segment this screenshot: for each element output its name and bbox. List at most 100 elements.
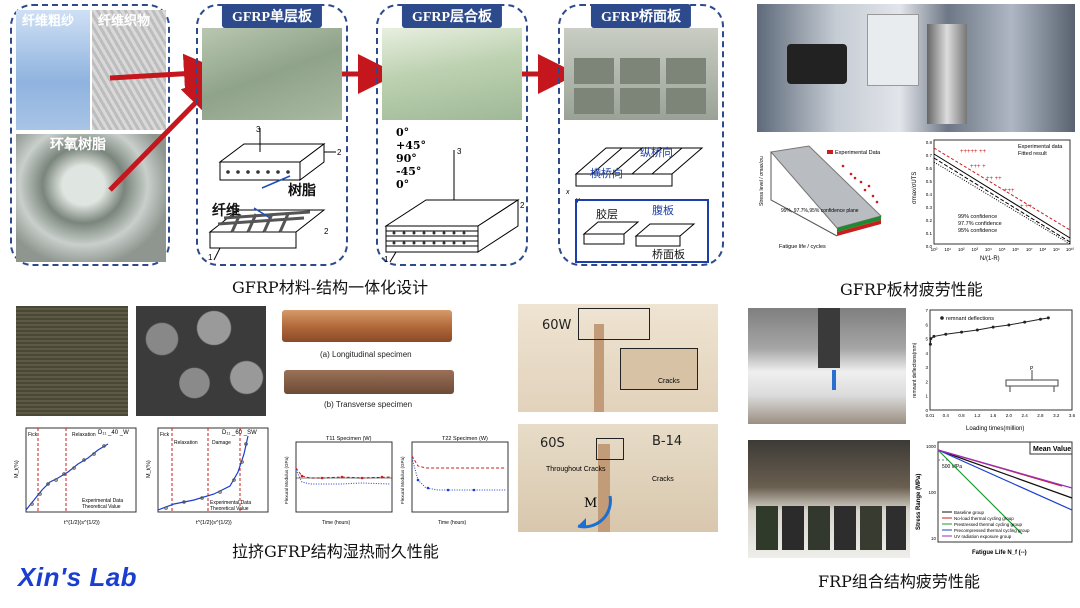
longitudinal-specimen-label: (a) Longitudinal specimen: [320, 350, 412, 359]
bridge-deck-photo: [564, 28, 718, 120]
tag-b14: B-14: [652, 434, 683, 449]
sn-annot: 500 MPa: [942, 464, 962, 470]
longitudinal-label: 纵桥向: [640, 146, 673, 159]
svg-text:Relaxation: Relaxation: [72, 432, 96, 438]
panel-single-layer: GFRP单层板: [196, 4, 348, 266]
transverse-label: 横桥向: [590, 167, 623, 180]
x-tick: 2.8: [1037, 413, 1044, 418]
deck-label: 桥面板: [652, 248, 685, 261]
y-tick: 1: [925, 394, 928, 399]
crack-photo-top: 60W Cracks: [518, 304, 718, 412]
x-tick: 10¹⁰: [1066, 247, 1075, 252]
axis-3: 3: [256, 125, 261, 134]
chart-b-ylabel: M_t(%): [146, 460, 152, 478]
deck-test-photo: [748, 308, 906, 424]
chart-2d-conf-2: 95% confidence: [958, 228, 997, 234]
laminate-diagram: 3 1 2: [384, 147, 525, 264]
moisture-chart-b: Fick Relaxation Damage D₁₁ _60 _SW Exper…: [144, 424, 272, 528]
single-layer-diagram: 3 2 1 2: [208, 125, 342, 262]
y-tick: 0.5: [926, 179, 933, 184]
y-tick: 10: [931, 536, 937, 541]
web-label: 腹板: [652, 204, 674, 217]
fiber-fabric-label: 纤维织物: [98, 14, 151, 29]
deflection-point: [932, 334, 936, 338]
svg-text:+++++ ++: +++++ ++: [960, 149, 987, 155]
x-tick: 10⁶: [1012, 247, 1019, 252]
specimens-photo: [748, 440, 910, 558]
epoxy-resin-label: 环氧树脂: [50, 137, 106, 153]
svg-text:No-load thermal cycling group: No-load thermal cycling group: [954, 516, 1014, 521]
svg-text:2: 2: [324, 227, 329, 236]
y-tick: 0.1: [926, 231, 933, 236]
crack-photo-bottom: 60S B-14 Throughout Cracks Cracks M: [518, 424, 718, 532]
panel-title: GFRP单层板: [221, 4, 323, 28]
cracks-label-top: Cracks: [658, 378, 680, 385]
deflection-legend: remnant deflections: [946, 316, 994, 322]
x-tick: 10⁹: [1053, 247, 1060, 252]
x-tick: 0.01: [926, 413, 935, 418]
y-tick: 5: [925, 337, 928, 342]
fatigue-plates-caption: GFRP板材疲劳性能: [840, 280, 983, 299]
x-tick: 2.0: [1006, 413, 1013, 418]
x-tick: 1.2: [974, 413, 981, 418]
deflection-point: [960, 330, 964, 334]
chart-2d-conf-1: 97.7% confidence: [958, 221, 1002, 227]
sn-title: Mean Value: [1033, 446, 1071, 453]
chart-2d-conf-0: 99% confidence: [958, 214, 997, 220]
svg-text:1: 1: [384, 255, 389, 264]
panel-raw-materials: [10, 4, 170, 266]
x-tick: 10¹: [944, 247, 951, 252]
deflection-ylabel: remnant deflections(mm): [912, 342, 918, 398]
y-tick: 0.4: [926, 192, 933, 197]
y-tick: 6: [925, 322, 928, 327]
deflection-xlabel: Loading times(million): [966, 426, 1024, 432]
x-tick: 10²: [958, 247, 965, 252]
x-tick: 10⁴: [985, 247, 992, 252]
svg-text:3: 3: [457, 147, 462, 156]
longitudinal-specimen-photo: [282, 310, 452, 342]
chart-2d-legend-0: Experimental data: [1018, 144, 1063, 150]
svg-text:1: 1: [208, 253, 213, 262]
svg-text:Prestressed thermal cycling gr: Prestressed thermal cycling group: [954, 522, 1023, 527]
chart-2d-xlabel: N/(1-R): [980, 256, 1000, 262]
x-tick: 3.2: [1053, 413, 1060, 418]
chart-c-title: T11 Specimen (W): [326, 436, 372, 442]
durability-caption: 拉挤GFRP结构湿热耐久性能: [232, 542, 439, 561]
svg-text:P: P: [1030, 366, 1034, 372]
chart-b-tag: D₁₁ _60 _SW: [222, 430, 257, 436]
x-tick: 3.6: [1069, 413, 1076, 418]
svg-text:2: 2: [337, 148, 342, 157]
x-tick: 10⁸: [1039, 247, 1046, 252]
deflection-point: [991, 325, 995, 329]
arrow-resin-to-plate: [108, 74, 224, 192]
svg-text:+++ +: +++ +: [970, 164, 986, 170]
chart-3d-plane-label: 99%, 97.7%,95% confidence plane: [781, 208, 859, 214]
pultruded-surface-photo: [16, 306, 128, 416]
single-layer-photo: [202, 28, 342, 120]
y-tick: 0.6: [926, 166, 933, 171]
deflection-point: [975, 328, 979, 332]
sn-ylabel: Stress Range (MPa): [916, 474, 922, 530]
svg-text:+++: +++: [1004, 188, 1015, 194]
chart-a-tag: D₁₁ _40 _W: [98, 430, 129, 436]
moisture-chart-a: Fick Relaxation D₁₁ _40 _W Experimental …: [12, 424, 140, 528]
svg-text:UV radiation exposure group: UV radiation exposure group: [954, 534, 1012, 539]
svg-text:Experimental Data: Experimental Data: [82, 498, 123, 504]
x-tick: 10⁵: [999, 247, 1006, 252]
cracks-label-bottom: Cracks: [652, 476, 674, 483]
modulus-chart-t11: T11 Specimen (W) Time (hours) Flexural M…: [282, 432, 396, 530]
tag-60w: 60W: [542, 318, 572, 333]
transverse-specimen-photo: [284, 370, 454, 394]
fiber-roving-photo: [16, 10, 90, 130]
tag-60s: 60S: [540, 436, 565, 451]
x-tick: 0.8: [958, 413, 965, 418]
laminate-photo: [382, 28, 522, 120]
transverse-specimen-label: (b) Transverse specimen: [324, 400, 413, 409]
y-tick: 0: [925, 408, 928, 413]
deflection-point: [944, 332, 948, 336]
layup-list: 0° +45° 90° -45° 0°: [396, 126, 427, 191]
svg-text:2: 2: [520, 201, 525, 210]
y-tick: 4: [925, 351, 928, 356]
